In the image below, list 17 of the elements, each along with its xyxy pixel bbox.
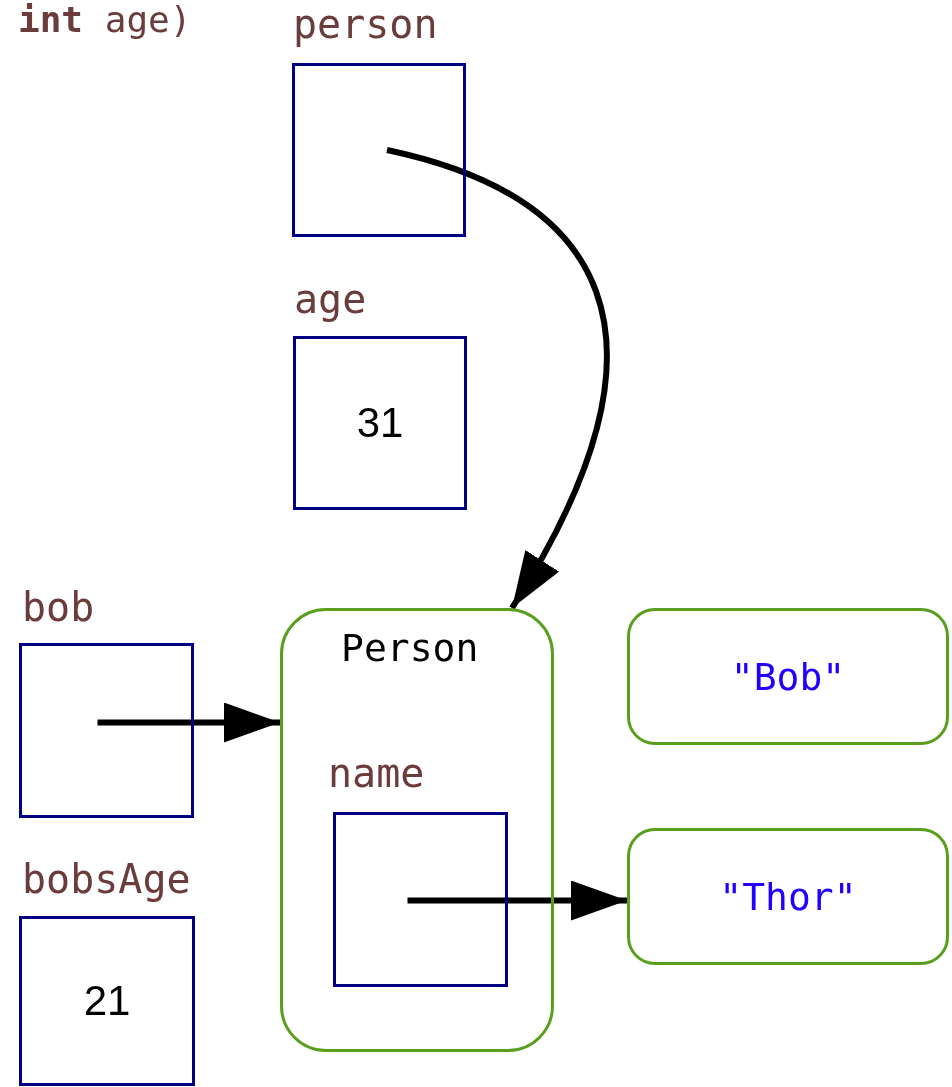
string-value: "Thor"	[719, 874, 857, 919]
variable-name: bob	[22, 583, 95, 631]
object-box	[280, 608, 554, 1052]
variable-name: age	[294, 275, 367, 323]
string-value: "Bob"	[730, 654, 846, 699]
variable-name: name	[328, 749, 425, 797]
variable-name: person	[293, 0, 438, 48]
variable-value: 21	[83, 980, 131, 1022]
class-name: Person	[341, 629, 479, 667]
string-box	[627, 828, 949, 965]
variable-value: 31	[356, 402, 404, 444]
arrow	[386, 147, 610, 610]
variable-name: bobsAge	[22, 855, 191, 903]
code-text: int age)	[18, 2, 192, 38]
arrow	[407, 880, 627, 921]
arrow	[97, 702, 280, 743]
string-box	[627, 608, 949, 745]
